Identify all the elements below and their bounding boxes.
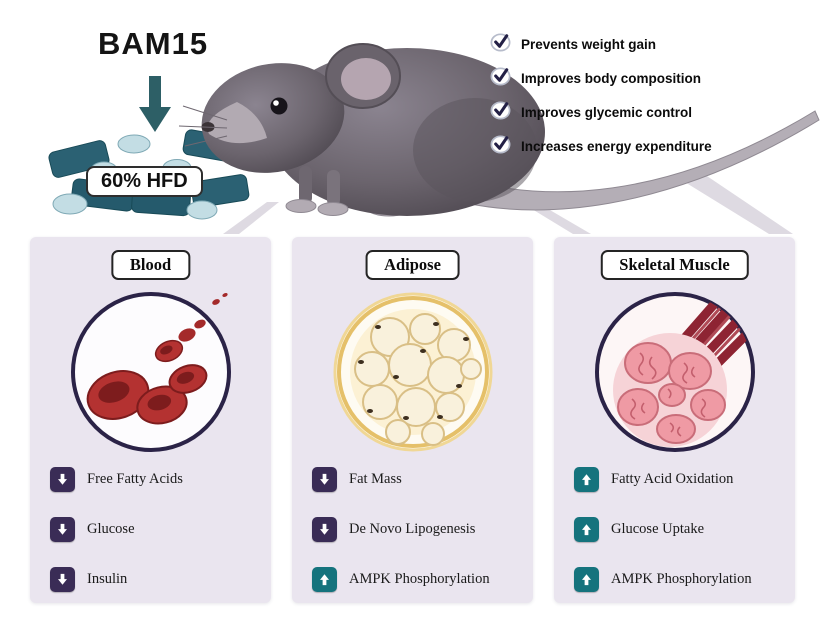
muscle-effects-list: Fatty Acid Oxidation Glucose Uptake AMPK… bbox=[574, 467, 789, 592]
benefit-item: Improves body composition bbox=[489, 64, 712, 92]
benefit-item: Prevents weight gain bbox=[489, 30, 712, 58]
adipose-effects-list: Fat Mass De Novo Lipogenesis AMPK Phosph… bbox=[312, 467, 527, 592]
checkmark-icon bbox=[489, 64, 512, 92]
mouse-illustration bbox=[175, 10, 825, 243]
benefit-label: Improves glycemic control bbox=[521, 104, 693, 120]
list-item: AMPK Phosphorylation bbox=[312, 567, 527, 592]
up-arrow-icon bbox=[574, 467, 599, 492]
list-item: AMPK Phosphorylation bbox=[574, 567, 789, 592]
down-arrow-icon bbox=[50, 517, 75, 542]
tissue-panels: Blood bbox=[0, 237, 825, 603]
list-item-label: De Novo Lipogenesis bbox=[349, 521, 476, 537]
benefit-item: Improves glycemic control bbox=[489, 98, 712, 126]
diet-label: 60% HFD bbox=[86, 166, 203, 197]
down-arrow-icon bbox=[50, 567, 75, 592]
benefit-label: Prevents weight gain bbox=[521, 36, 657, 52]
list-item-label: Glucose Uptake bbox=[611, 521, 705, 537]
list-item: Glucose bbox=[50, 517, 265, 542]
checkmark-icon bbox=[489, 98, 512, 126]
list-item-label: Free Fatty Acids bbox=[87, 471, 183, 487]
drug-name-label: BAM15 bbox=[98, 26, 209, 61]
list-item: Insulin bbox=[50, 567, 265, 592]
panel-title: Adipose bbox=[365, 250, 460, 280]
list-item-label: AMPK Phosphorylation bbox=[349, 571, 490, 587]
list-item-label: AMPK Phosphorylation bbox=[611, 571, 752, 587]
up-arrow-icon bbox=[574, 517, 599, 542]
muscle-illustration bbox=[590, 287, 760, 462]
panel-title: Blood bbox=[110, 250, 191, 280]
benefit-item: Increases energy expenditure bbox=[489, 132, 712, 160]
blood-cells-illustration bbox=[66, 287, 236, 462]
panel-skeletal-muscle: Skeletal Muscle bbox=[554, 237, 795, 603]
up-arrow-icon bbox=[312, 567, 337, 592]
list-item: Fat Mass bbox=[312, 467, 527, 492]
panel-blood: Blood bbox=[30, 237, 271, 603]
panel-title: Skeletal Muscle bbox=[600, 250, 749, 280]
adipocytes-illustration bbox=[328, 287, 498, 462]
list-item-label: Fatty Acid Oxidation bbox=[611, 471, 734, 487]
benefits-list: Prevents weight gain Improves body compo… bbox=[489, 30, 712, 160]
blood-effects-list: Free Fatty Acids Glucose Insulin bbox=[50, 467, 265, 592]
panel-adipose: Adipose bbox=[292, 237, 533, 603]
list-item: Free Fatty Acids bbox=[50, 467, 265, 492]
benefit-label: Improves body composition bbox=[521, 70, 702, 86]
list-item: Glucose Uptake bbox=[574, 517, 789, 542]
list-item: De Novo Lipogenesis bbox=[312, 517, 527, 542]
list-item-label: Insulin bbox=[87, 571, 128, 587]
list-item-label: Glucose bbox=[87, 521, 135, 537]
down-arrow-icon bbox=[138, 76, 172, 139]
benefit-label: Increases energy expenditure bbox=[521, 138, 712, 154]
down-arrow-icon bbox=[312, 517, 337, 542]
down-arrow-icon bbox=[50, 467, 75, 492]
up-arrow-icon bbox=[574, 567, 599, 592]
list-item-label: Fat Mass bbox=[349, 471, 402, 487]
checkmark-icon bbox=[489, 30, 512, 58]
checkmark-icon bbox=[489, 132, 512, 160]
down-arrow-icon bbox=[312, 467, 337, 492]
list-item: Fatty Acid Oxidation bbox=[574, 467, 789, 492]
